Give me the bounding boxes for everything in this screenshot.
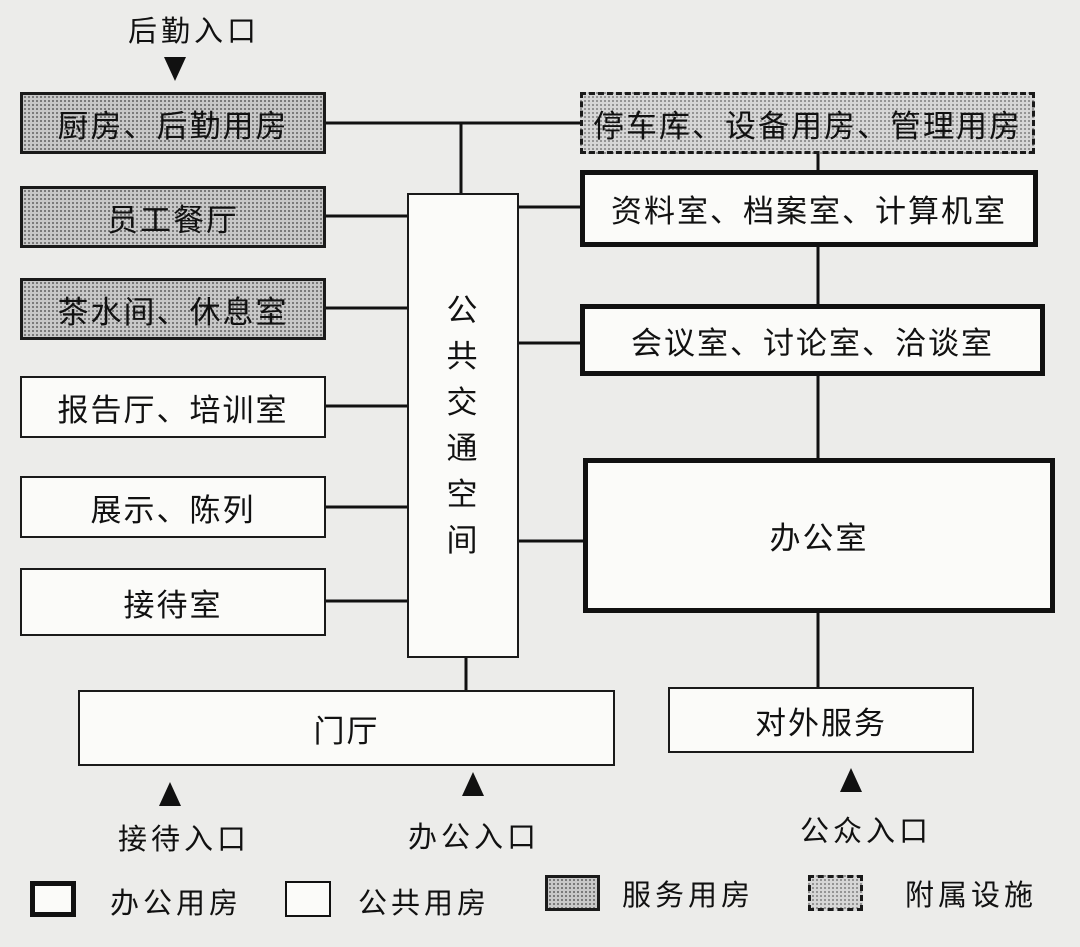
exhibition-box: 展示、陈列: [20, 476, 326, 538]
office-box: 办公室: [583, 458, 1055, 613]
legend-aux-swatch: [808, 875, 863, 911]
public-entrance-label: 公众入口: [800, 814, 933, 848]
public-circulation-box: 公共交通空间: [407, 193, 519, 658]
public-service-box: 对外服务: [668, 687, 974, 753]
legend-service-swatch: [545, 875, 600, 911]
legend-public-label: 公共用房: [358, 886, 491, 920]
public-circulation-label: 公共交通空间: [446, 292, 480, 559]
garage-equipment-management-box: 停车库、设备用房、管理用房: [580, 92, 1035, 154]
reception-room-box: 接待室: [20, 568, 326, 636]
office-entrance-label: 办公入口: [408, 820, 541, 854]
logistics-entrance-arrow-icon: [164, 57, 186, 81]
lecture-training-box: 报告厅、培训室: [20, 376, 326, 438]
reception-entrance-arrow-icon: [159, 782, 181, 806]
legend-aux-label: 附属设施: [905, 878, 1038, 912]
legend-office-label: 办公用房: [110, 886, 243, 920]
kitchen-logistics-box: 厨房、后勤用房: [20, 92, 326, 154]
public-entrance-arrow-icon: [840, 768, 862, 792]
legend-office-swatch: [30, 881, 76, 917]
logistics-entrance-label: 后勤入口: [128, 14, 261, 48]
office-entrance-arrow-icon: [462, 772, 484, 796]
legend-service-label: 服务用房: [622, 878, 755, 912]
legend-public-swatch: [285, 881, 331, 917]
lobby-box: 门厅: [78, 690, 615, 766]
tea-rest-box: 茶水间、休息室: [20, 278, 326, 340]
staff-canteen-box: 员工餐厅: [20, 186, 326, 248]
meeting-rooms-box: 会议室、讨论室、洽谈室: [580, 304, 1045, 376]
archives-computer-box: 资料室、档案室、计算机室: [580, 170, 1038, 247]
reception-entrance-label: 接待入口: [118, 822, 251, 856]
